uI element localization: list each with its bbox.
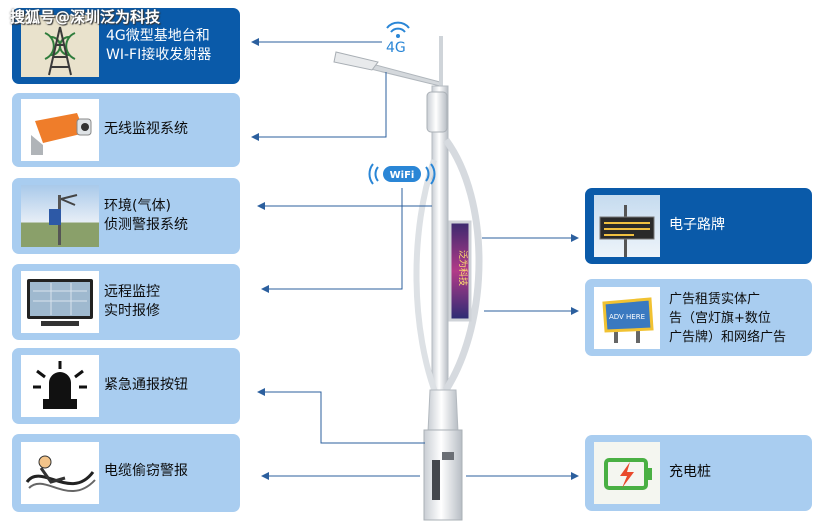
card-label: 充电桩 [669, 464, 711, 480]
card-4g-base-station: 4G微型基地台和 WI-FI接收发射器 [12, 8, 240, 84]
card-charging-pile: 充电桩 [585, 435, 812, 511]
connector-monitor [261, 188, 403, 293]
card-label: 电缆偷窃警报 [104, 463, 188, 479]
watermark: 搜狐号@深圳泛为科技 [10, 8, 161, 26]
svg-text:泛为科技: 泛为科技 [457, 250, 469, 286]
charging-icon [594, 442, 660, 504]
card-electronic-sign: 电子路牌 [585, 188, 812, 264]
cell-tower-icon [21, 15, 99, 77]
lamp-pole: 泛为科技 [333, 36, 483, 521]
card-label: 远程监控 实时报修 [104, 284, 160, 319]
wireless-signal-icon [386, 21, 410, 38]
connector-emergency [257, 388, 425, 444]
card-label: 电子路牌 [669, 217, 725, 233]
card-label: 环境(气体) 侦测警报系统 [104, 198, 188, 233]
card-label: 无线监视系统 [104, 121, 188, 137]
surveillance-camera-icon [21, 99, 99, 161]
card-advertising: ADV HERE 广告租赁实体广 告（宫灯旗+数位 广告牌）和网络广告 [585, 279, 812, 356]
card-remote-monitoring: 远程监控 实时报修 [12, 264, 240, 340]
led-sign-icon [594, 195, 660, 257]
card-label: 紧急通报按钮 [104, 377, 188, 393]
billboard-icon: ADV HERE [594, 287, 660, 349]
connector-camera [251, 72, 387, 141]
weather-station-icon [21, 185, 99, 247]
monitor-icon [21, 271, 99, 333]
card-cable-theft-alarm: 电缆偷窃警报 [12, 434, 240, 512]
card-label: 4G微型基地台和 WI-FI接收发射器 [106, 28, 212, 63]
card-emergency-button: 紧急通报按钮 [12, 348, 240, 424]
signal-label: 4G [386, 40, 406, 56]
wifi-icon [368, 163, 436, 185]
connectors [251, 38, 579, 480]
billboard-text: ADV HERE [609, 313, 645, 321]
card-gas-detection: 环境(气体) 侦测警报系统 [12, 178, 240, 254]
cable-theft-icon [21, 442, 99, 504]
wifi-label: WiFi [390, 170, 415, 181]
card-label: 广告租赁实体广 告（宫灯旗+数位 广告牌）和网络广告 [669, 292, 787, 345]
card-wireless-surveillance: 无线监视系统 [12, 93, 240, 167]
alarm-beacon-icon [21, 355, 99, 417]
